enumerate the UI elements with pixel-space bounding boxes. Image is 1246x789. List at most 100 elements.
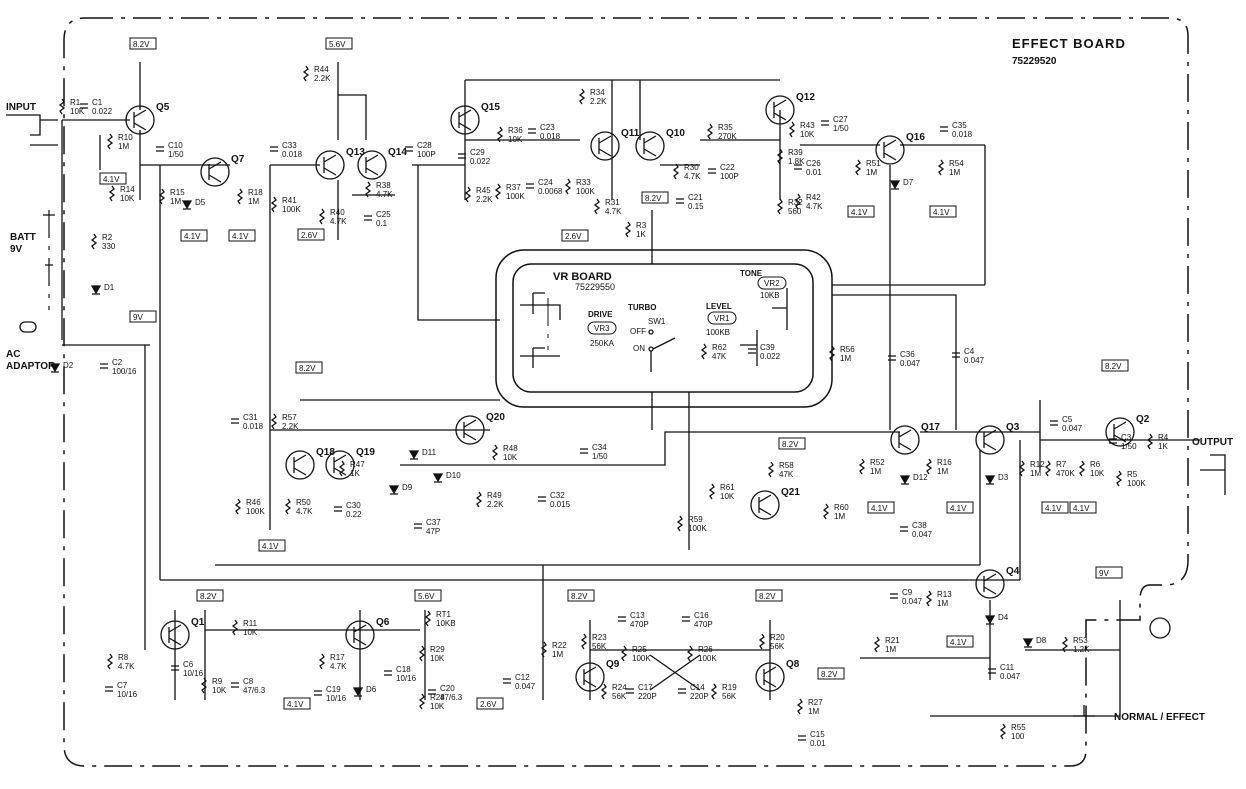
component-value: 1M (937, 599, 948, 608)
transistor-q19: Q19 (325, 447, 375, 480)
wire-vr-right (832, 284, 985, 430)
component-value: 4.7K (118, 662, 135, 671)
resistor-glyph (624, 221, 632, 238)
vr2-label: VR2 (764, 279, 780, 288)
component-d4: D4 (984, 613, 1009, 625)
sw-off-label: OFF (630, 327, 646, 336)
rail-label: 4.1V (1073, 504, 1090, 513)
component-ref: R12 (1030, 460, 1045, 469)
capacitor-glyph (676, 198, 684, 204)
transistor-label: Q19 (356, 447, 375, 458)
component-ref: R21 (885, 636, 900, 645)
component-ref: R13 (937, 590, 952, 599)
component-value: 10K (243, 628, 258, 637)
component-value: 0.022 (470, 157, 491, 166)
component-ref: R31 (605, 198, 620, 207)
component-ref: C7 (117, 681, 128, 690)
resistor-glyph (828, 345, 836, 362)
component-value: 10K (720, 492, 735, 501)
component-value: 10/16 (183, 669, 204, 678)
rail-label: 4.1V (871, 504, 888, 513)
rail-box-v82: 8.2V (196, 589, 224, 602)
transistor-label: Q3 (1006, 422, 1020, 433)
resistor-glyph (788, 121, 796, 138)
component-ref: R10 (118, 133, 133, 142)
rail-box-v82: 8.2V (817, 667, 845, 680)
component-value: 2.2K (476, 195, 493, 204)
input-rail (61, 120, 150, 346)
capacitor-glyph (682, 616, 690, 622)
component-ref: R54 (949, 159, 964, 168)
component-d6: D6 (352, 685, 377, 697)
diode-glyph (889, 180, 901, 190)
component-value: 0.047 (912, 530, 933, 539)
capacitor-glyph (618, 616, 626, 622)
resistor-glyph (540, 641, 548, 658)
effect-led (1149, 617, 1171, 639)
resistor-glyph (708, 483, 716, 500)
component-ref: C10 (168, 141, 183, 150)
component-ref: C24 (538, 178, 553, 187)
component-value: 0.22 (346, 510, 362, 519)
component-value: 4.7K (376, 190, 393, 199)
output-label: OUTPUT (1192, 437, 1233, 448)
component-value: 47/6.3 (440, 693, 463, 702)
input-label: INPUT (6, 102, 36, 113)
wire-q2 (920, 400, 1200, 470)
resistor-glyph (925, 458, 933, 475)
rail-box-v26: 2.6V (561, 229, 589, 242)
diode-glyph (984, 615, 996, 625)
component-value: 47K (712, 352, 727, 361)
component-ref: C8 (243, 677, 254, 686)
rail-label: 2.6V (565, 232, 582, 241)
diode-glyph (432, 473, 444, 483)
component-value: 1/50 (1121, 442, 1137, 451)
capacitor-glyph (900, 526, 908, 532)
component-value: 0.022 (760, 352, 781, 361)
resistor-glyph (710, 683, 718, 700)
component-value: 1.2K (1073, 645, 1090, 654)
component-value: 1M (808, 707, 819, 716)
transistor-q11: Q11 (590, 128, 640, 161)
resistor-glyph (234, 498, 242, 515)
rail-box-v56: 5.6V (325, 37, 353, 50)
rail-box-v41: 4.1V (867, 501, 895, 514)
component-ref: R19 (722, 683, 737, 692)
component-value: 1/50 (592, 452, 608, 461)
vr2-badge (757, 276, 787, 290)
component-ref: R36 (508, 126, 523, 135)
capacitor-glyph (988, 668, 996, 674)
rail-label: 9V (1099, 569, 1109, 578)
resistor-glyph (1146, 433, 1154, 450)
rail-box-v26: 2.6V (476, 697, 504, 710)
vr2-pot (772, 288, 788, 330)
capacitor-glyph (890, 593, 898, 599)
component-ref: C23 (540, 123, 555, 132)
rail-box-v82: 8.2V (641, 191, 669, 204)
resistor-glyph (270, 196, 278, 213)
resistor-glyph (200, 677, 208, 694)
component-value: 56K (770, 642, 785, 651)
capacitor-glyph (80, 103, 88, 109)
diode-glyph (388, 485, 400, 495)
component-value: 10K (212, 686, 227, 695)
component-ref: D8 (1036, 636, 1047, 645)
component-value: 1K (636, 230, 646, 239)
footswitch[interactable] (1073, 705, 1095, 717)
